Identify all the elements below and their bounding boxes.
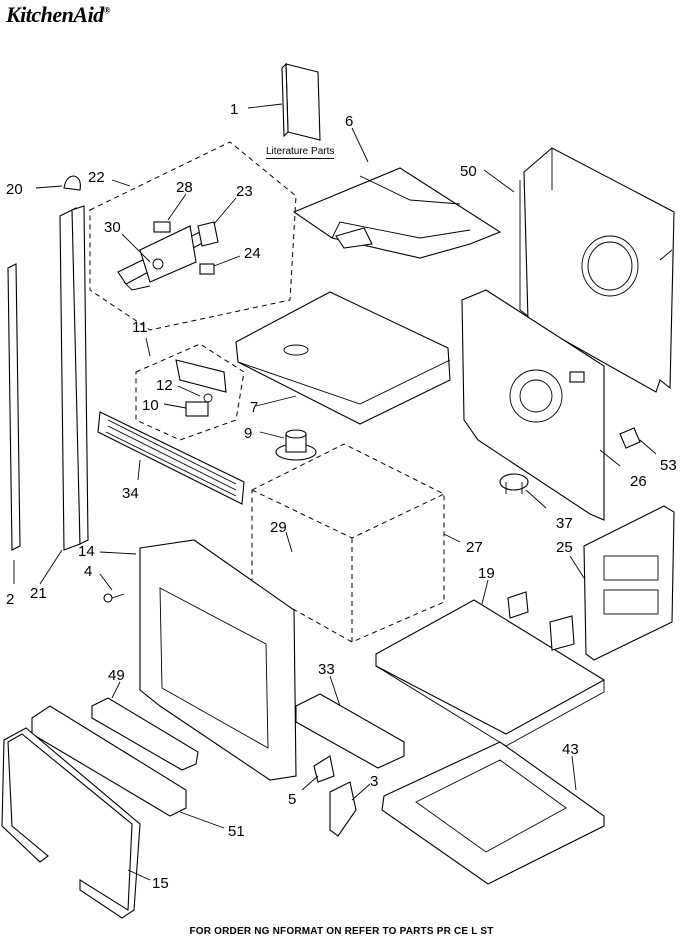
part-20-clip [63, 175, 81, 191]
callout-49: 49 [108, 667, 125, 684]
callout-50: 50 [460, 163, 477, 180]
callout-14: 14 [78, 543, 95, 560]
callout-43: 43 [562, 741, 579, 758]
part-14-door-frame [139, 539, 297, 781]
part-53-clip [619, 427, 641, 449]
part-27-oven-cavity [251, 443, 445, 643]
part-6-top-panel [292, 167, 502, 259]
leader-lines [13, 103, 657, 881]
callout-23: 23 [236, 183, 253, 200]
callout-5: 5 [288, 791, 296, 808]
callout-27: 27 [466, 539, 483, 556]
callout-7: 7 [250, 399, 258, 416]
literature-parts-label: Literature Parts [266, 146, 335, 159]
callout-25: 25 [556, 539, 573, 556]
part-15-gasket [1, 727, 141, 919]
part-26-rear-burner-panel [461, 289, 605, 521]
part-2-side-strip [7, 263, 21, 551]
part-49-strip [91, 697, 199, 771]
callout-4: 4 [84, 563, 92, 580]
callout-10: 10 [142, 397, 159, 414]
callout-20: 20 [6, 181, 23, 198]
part-37-sensor [499, 473, 529, 494]
part-33-trim-bracket [295, 693, 405, 769]
part-4-screw [103, 593, 125, 603]
callout-19: 19 [478, 565, 495, 582]
callout-12: 12 [156, 377, 173, 394]
callout-30: 30 [104, 219, 121, 236]
part-1-literature [281, 62, 321, 141]
callout-22: 22 [88, 169, 105, 186]
callout-11: 11 [132, 319, 148, 336]
part-11-group-outline [135, 343, 245, 441]
callout-24: 24 [244, 245, 261, 262]
callout-26: 26 [630, 473, 647, 490]
callout-28: 28 [176, 179, 193, 196]
callout-29: 29 [270, 519, 287, 536]
control-bracket-assembly [117, 221, 219, 291]
part-7-oven-top [235, 291, 451, 425]
footer-note: FOR ORDER NG NFORMAT ON REFER TO PARTS P… [189, 926, 494, 937]
callout-53: 53 [660, 457, 677, 474]
part-22-group-outline [89, 141, 297, 331]
callout-34: 34 [122, 485, 139, 502]
brand-logo: KitchenAid® [6, 2, 110, 27]
callout-15: 15 [152, 875, 169, 892]
callout-51: 51 [228, 823, 245, 840]
callout-37: 37 [556, 515, 573, 532]
part-34-vent-grille [97, 411, 245, 505]
part-5-bracket [313, 755, 335, 783]
part-50-rear-panel [519, 147, 675, 393]
latch-assembly [175, 359, 227, 417]
part-43-lower-tray [381, 741, 605, 885]
callout-21: 21 [30, 585, 47, 602]
callout-33: 33 [318, 661, 335, 678]
part-19-bottom-tray [375, 591, 606, 747]
callout-1: 1 [230, 101, 238, 118]
part-3-bracket [329, 781, 357, 837]
part-21-side-trim [59, 205, 89, 551]
callout-9: 9 [244, 425, 252, 442]
part-25-side-panel [583, 505, 675, 661]
callout-labels: 1 6 50 20 22 28 23 30 24 11 12 10 7 9 34… [6, 101, 677, 892]
callout-6: 6 [345, 113, 353, 130]
callout-3: 3 [370, 773, 378, 790]
callout-2: 2 [6, 591, 14, 608]
part-9-motor [275, 429, 317, 461]
